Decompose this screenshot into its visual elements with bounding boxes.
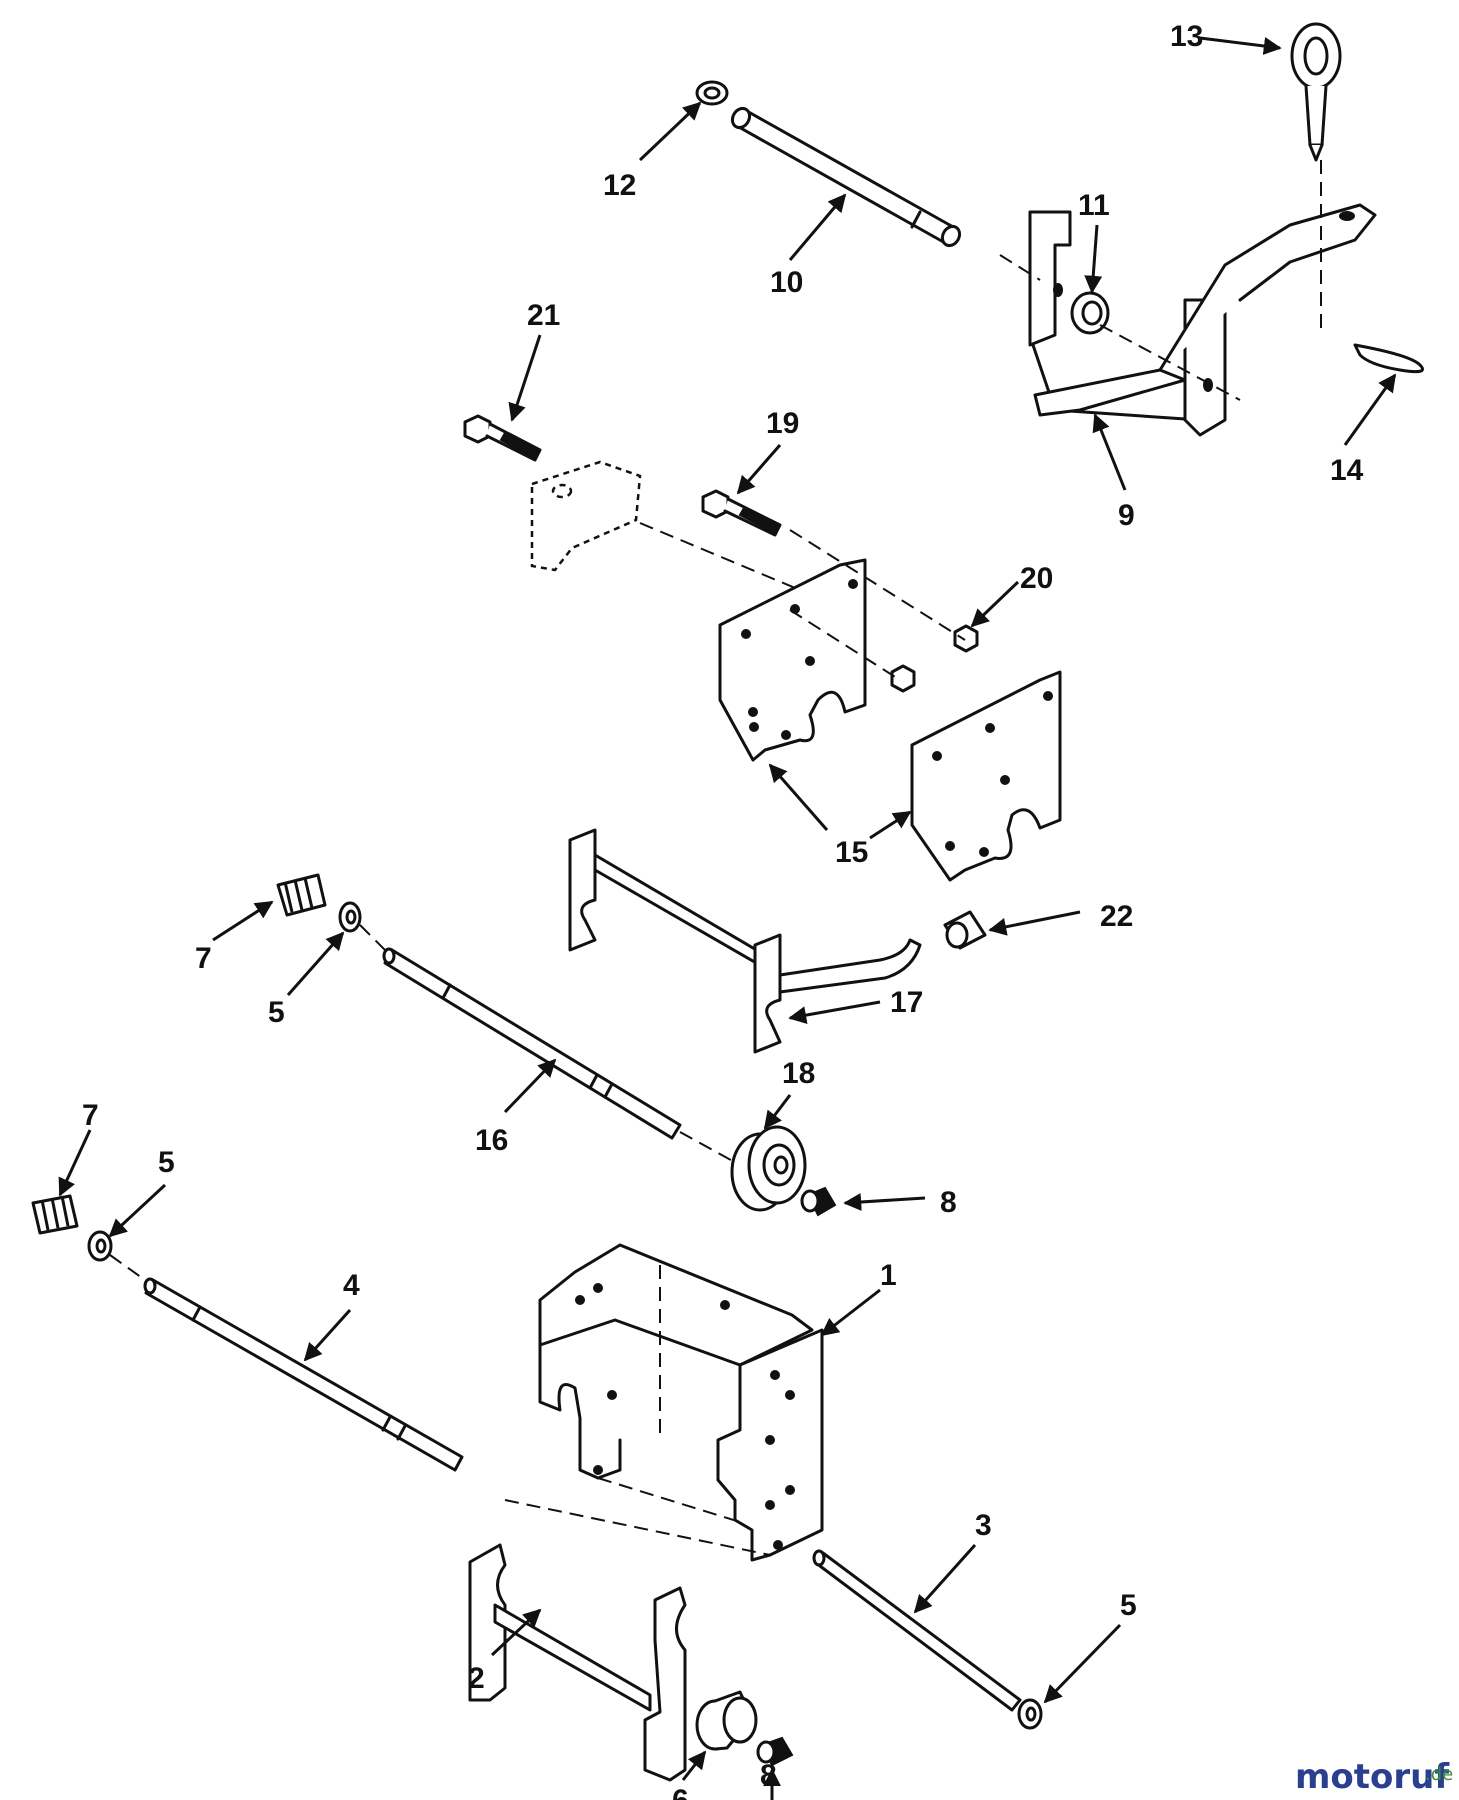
callout-5b: 5 xyxy=(158,1146,175,1179)
callout-7b: 7 xyxy=(82,1099,99,1132)
callout-13: 13 xyxy=(1170,20,1203,53)
callout-15b: 15 xyxy=(833,834,866,867)
part-15-plate-front xyxy=(718,558,867,762)
part-12-clip-ring xyxy=(695,80,729,106)
callout-15a: 15 xyxy=(835,836,868,869)
watermark-suffix: .de xyxy=(1425,1764,1453,1785)
callout-21: 21 xyxy=(527,299,560,332)
part-5-washer xyxy=(87,1230,113,1262)
callout-16: 16 xyxy=(475,1124,508,1157)
part-22-sleeve xyxy=(943,910,987,950)
part-18-pulley xyxy=(730,1125,807,1212)
callout-22: 22 xyxy=(1100,900,1133,933)
part-16-shaft xyxy=(382,947,682,1140)
callout-17: 17 xyxy=(890,986,923,1019)
callout-14: 14 xyxy=(1330,454,1364,487)
part-8-cap-nut xyxy=(800,1186,837,1217)
watermark-logo: motoruf .de xyxy=(1295,1757,1453,1797)
callout-3: 3 xyxy=(975,1509,992,1542)
callout-5a: 5 xyxy=(268,996,285,1029)
part-8-cap-nut xyxy=(756,1736,794,1767)
callout-leaders xyxy=(58,36,1397,1800)
part-4-shaft xyxy=(143,1277,464,1472)
part-7-spring xyxy=(276,873,327,917)
part-5-washer xyxy=(338,901,362,933)
part-10-hitch-pin xyxy=(730,106,962,248)
part-11-bushing xyxy=(1070,291,1110,335)
callout-5c: 5 xyxy=(1120,1589,1137,1622)
callout-1: 1 xyxy=(880,1259,897,1292)
part-20-nut xyxy=(953,624,979,653)
assembly-line xyxy=(639,522,801,591)
callout-10: 10 xyxy=(770,266,803,299)
assembly-line xyxy=(1099,324,1241,401)
callout-labels: 13 12 10 11 14 9 21 19 20 15 22 17 7 5 1… xyxy=(82,20,1364,1800)
callout-2: 2 xyxy=(468,1662,485,1695)
callout-18: 18 xyxy=(782,1057,815,1090)
callout-9: 9 xyxy=(1118,499,1135,532)
part-6-spacer xyxy=(695,1690,758,1751)
part-2-arm xyxy=(468,1543,687,1782)
part-13-eye-pin xyxy=(1290,22,1342,162)
callout-4: 4 xyxy=(343,1269,360,1302)
ghost-bracket xyxy=(530,460,642,572)
callout-8b: 8 xyxy=(760,1759,777,1792)
watermark-brand: motoruf xyxy=(1295,1757,1450,1797)
assembly-line xyxy=(679,1131,741,1166)
part-7-spring xyxy=(31,1194,79,1235)
assembly-line xyxy=(789,529,966,641)
assembly-line xyxy=(504,1499,771,1556)
callout-7a: 7 xyxy=(195,942,212,975)
assembly-line xyxy=(999,254,1041,281)
part-9-hitch xyxy=(1028,203,1377,437)
callout-8a: 8 xyxy=(940,1186,957,1219)
callout-6: 6 xyxy=(672,1784,689,1800)
callout-12: 12 xyxy=(603,169,636,202)
part-5-washer xyxy=(1017,1698,1043,1730)
callout-19: 19 xyxy=(766,407,799,440)
part-15-plate-rear xyxy=(910,670,1062,882)
part-14-hair-pin xyxy=(1353,343,1424,374)
callout-20: 20 xyxy=(1020,562,1053,595)
nut xyxy=(890,664,916,693)
part-3-rod xyxy=(812,1549,1022,1712)
callout-11: 11 xyxy=(1078,189,1110,222)
part-1-bracket xyxy=(538,1243,824,1562)
part-19-bolt xyxy=(701,489,782,537)
part-17-frame xyxy=(568,828,922,1054)
assembly-line xyxy=(359,924,386,951)
part-21-bolt xyxy=(463,414,542,462)
assembly-line xyxy=(109,1254,146,1281)
